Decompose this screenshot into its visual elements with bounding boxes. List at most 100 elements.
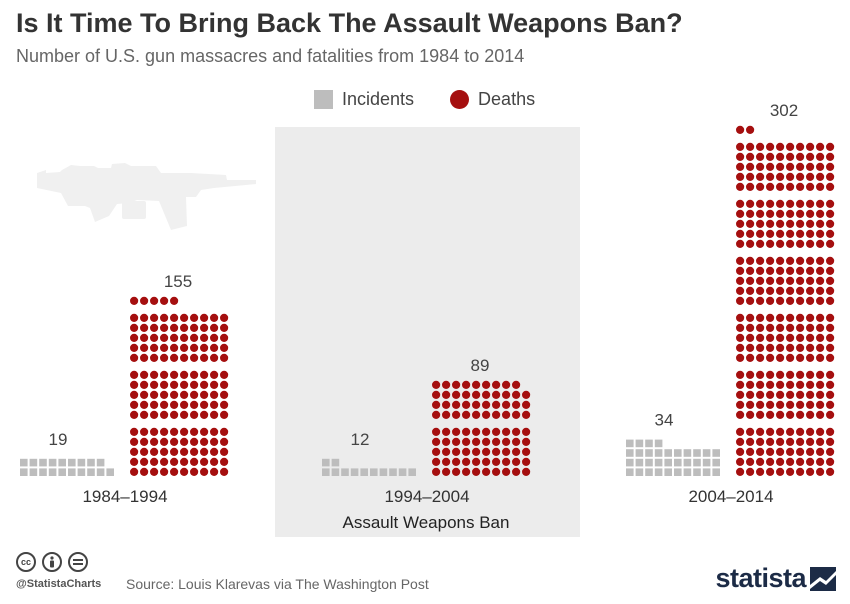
death-dot: [816, 199, 825, 208]
death-dot: [816, 276, 825, 285]
death-dot: [736, 313, 745, 322]
death-dot: [511, 390, 521, 399]
license-icons: cc: [16, 552, 94, 572]
death-dot: [816, 400, 825, 409]
death-dot: [766, 323, 775, 332]
death-dot: [130, 447, 139, 456]
death-dot: [826, 266, 835, 275]
death-dot: [816, 313, 825, 322]
death-dot: [786, 286, 795, 295]
death-dot: [806, 172, 815, 181]
death-dot: [786, 296, 795, 305]
death-dot: [806, 457, 815, 466]
death-dot: [746, 266, 755, 275]
death-dot: [522, 467, 531, 476]
death-dot: [130, 296, 139, 305]
death-dot: [806, 182, 815, 191]
death-dot: [180, 410, 189, 419]
death-dot: [462, 390, 471, 399]
incident-square: [398, 468, 407, 476]
incident-square: [408, 468, 416, 476]
death-dot: [502, 457, 511, 466]
chart-subtitle: Number of U.S. gun massacres and fatalit…: [16, 46, 525, 66]
death-dot: [806, 313, 815, 322]
death-dot: [746, 219, 755, 228]
death-dot: [736, 333, 745, 342]
death-dot: [140, 353, 149, 362]
incident-square: [389, 468, 397, 476]
death-dot: [736, 276, 745, 285]
death-dot: [826, 353, 835, 362]
legend-label-deaths: Deaths: [478, 88, 536, 109]
death-dot: [816, 296, 825, 305]
statista-logo[interactable]: statista: [715, 563, 836, 594]
death-dot: [816, 172, 825, 181]
death-dot: [806, 209, 815, 218]
death-dot: [180, 323, 189, 332]
death-dot: [806, 276, 815, 285]
incident-square: [702, 468, 711, 476]
death-dot: [200, 370, 209, 379]
death-dot: [736, 353, 745, 362]
death-dot: [806, 266, 815, 275]
death-dot: [786, 323, 795, 332]
deaths-value-label: 89: [471, 356, 490, 375]
death-dot: [796, 219, 805, 228]
death-dot: [170, 370, 179, 379]
death-dot: [816, 323, 825, 332]
death-dot: [826, 296, 835, 305]
incident-square: [664, 468, 672, 476]
death-dot: [492, 467, 501, 476]
death-dot: [786, 219, 795, 228]
death-dot: [190, 457, 199, 466]
death-dot: [522, 390, 531, 399]
death-dot: [492, 447, 501, 456]
incident-square: [654, 468, 663, 476]
death-dot: [492, 410, 501, 419]
death-dot: [806, 323, 815, 332]
death-dot: [796, 400, 805, 409]
death-dot: [756, 239, 765, 248]
death-dot: [756, 427, 765, 436]
death-dot: [190, 390, 199, 399]
death-dot: [736, 229, 745, 238]
death-dot: [766, 256, 775, 265]
death-dot: [816, 390, 825, 399]
death-dot: [220, 323, 229, 332]
death-dot: [806, 142, 815, 151]
incident-square: [77, 468, 86, 476]
death-dot: [746, 437, 755, 446]
death-dot: [756, 370, 765, 379]
death-dot: [210, 333, 219, 342]
death-dot: [482, 410, 491, 419]
death-dot: [786, 182, 795, 191]
death-dot: [130, 467, 139, 476]
death-dot: [796, 353, 805, 362]
death-dot: [796, 467, 805, 476]
death-dot: [736, 239, 745, 248]
death-dot: [746, 182, 755, 191]
death-dot: [736, 447, 745, 456]
death-dot: [180, 437, 189, 446]
death-dot: [150, 343, 159, 352]
death-dot: [130, 343, 139, 352]
death-dot: [432, 400, 441, 409]
death-dot: [482, 390, 491, 399]
death-dot: [796, 410, 805, 419]
death-dot: [796, 457, 805, 466]
death-dot: [786, 239, 795, 248]
death-dot: [200, 333, 209, 342]
death-dot: [190, 437, 199, 446]
incident-square: [645, 439, 653, 448]
incident-square: [654, 458, 663, 467]
death-dot: [150, 410, 159, 419]
death-dot: [170, 400, 179, 409]
death-dot: [220, 313, 229, 322]
incident-square: [683, 468, 692, 476]
death-dot: [816, 219, 825, 228]
incident-square: [645, 468, 653, 476]
death-dot: [432, 380, 441, 389]
twitter-handle[interactable]: @StatistaCharts: [16, 578, 102, 590]
death-dot: [806, 390, 815, 399]
incident-square: [331, 468, 340, 476]
